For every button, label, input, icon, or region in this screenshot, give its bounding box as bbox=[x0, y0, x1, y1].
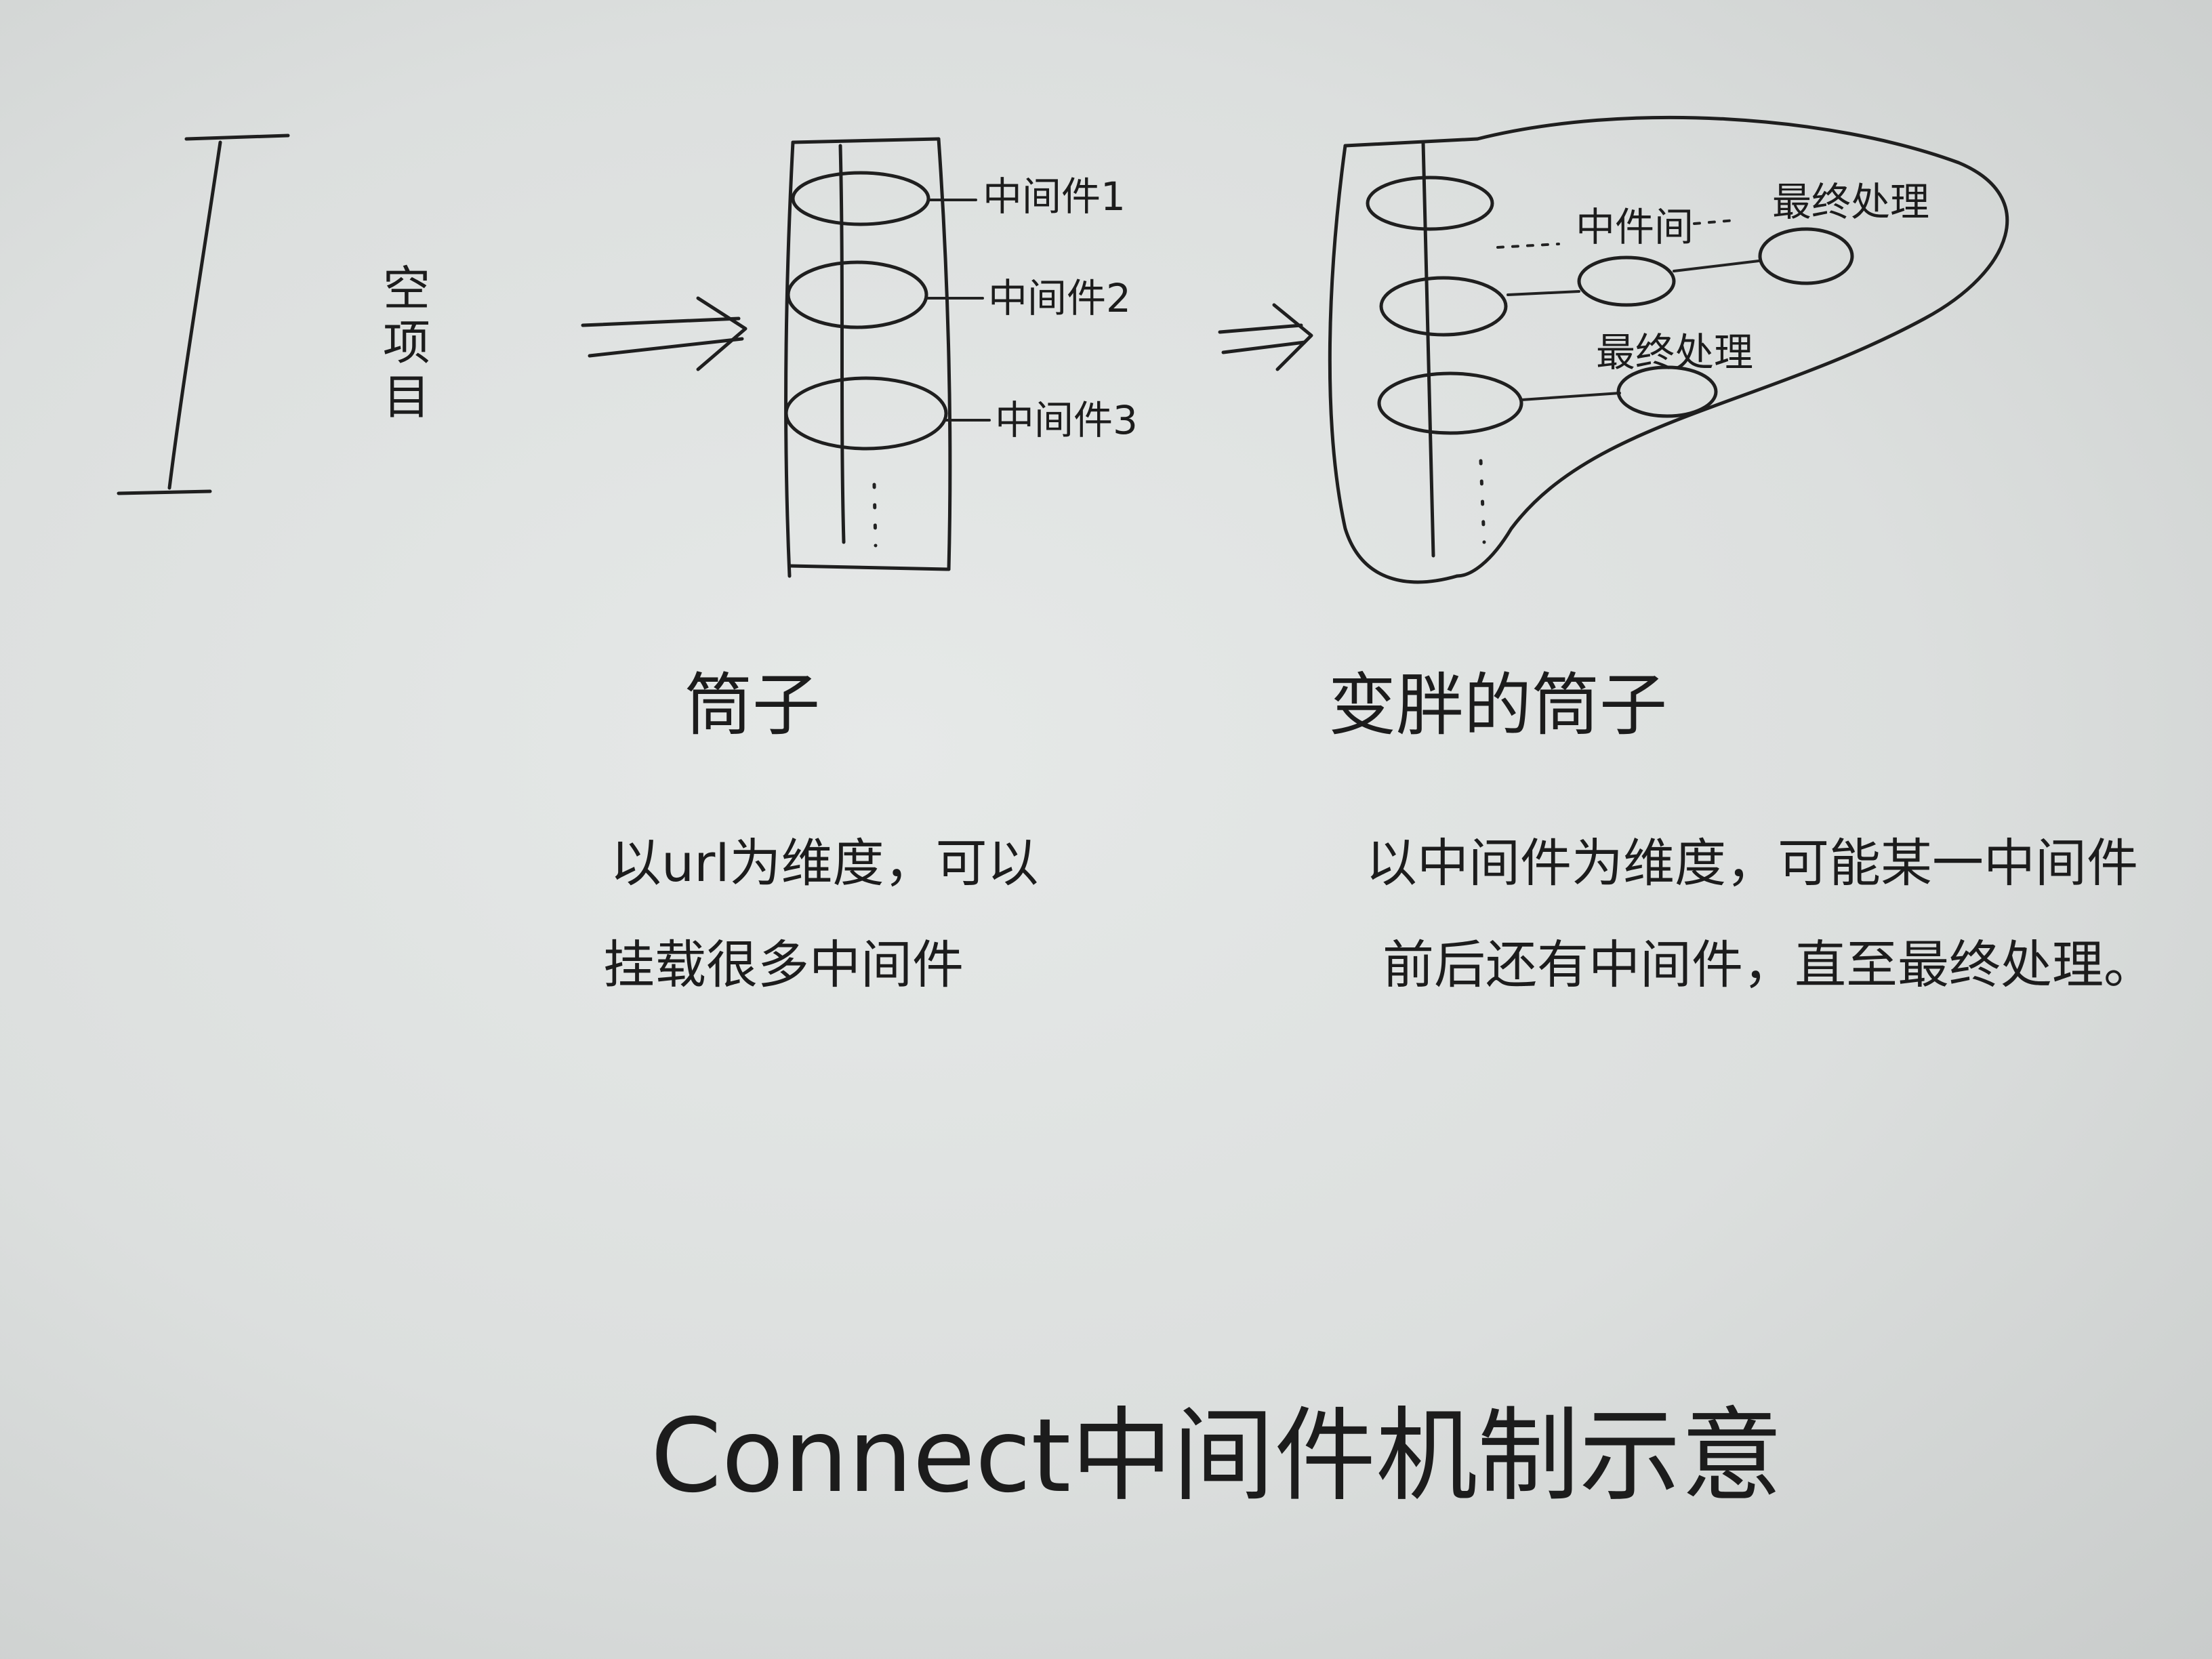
fat-tube-middleware-2-ring bbox=[1379, 276, 1508, 337]
tube-middleware-1-ring bbox=[791, 171, 930, 226]
tube-description-line-1: 以url为维度，可以 bbox=[610, 833, 1039, 893]
fat-tube-description-line-2: 前后还有中间件，直至最终处理。 bbox=[1382, 935, 2155, 995]
empty-project-ibeam bbox=[117, 134, 290, 495]
tube-middleware-3-ring bbox=[784, 376, 948, 451]
tube-description-line-2: 挂载很多中间件 bbox=[603, 935, 964, 995]
fat-tube-branch-middleware-label: 中件间 bbox=[1576, 204, 1694, 250]
arrow-to-fat-tube bbox=[1218, 303, 1313, 371]
fat-tube-middleware-3-ring bbox=[1377, 371, 1523, 435]
tube-caption: 筒子 bbox=[684, 665, 820, 745]
fat-tube-outline bbox=[1328, 115, 2009, 584]
tube-middleware-2-ring bbox=[786, 260, 928, 329]
tube-middleware-2-label: 中间件2 bbox=[988, 275, 1131, 321]
fat-tube-lower-branch bbox=[1520, 365, 1718, 418]
fat-tube-middleware-1-ring bbox=[1366, 176, 1494, 231]
fat-tube-lower-final-label: 最终处理 bbox=[1596, 329, 1753, 375]
diagram-title: Connect中间件机制示意 bbox=[651, 1397, 1782, 1515]
empty-project-char-3: 目 bbox=[383, 369, 430, 425]
empty-project-char-2: 项 bbox=[383, 315, 430, 371]
fat-tube-caption: 变胖的筒子 bbox=[1328, 665, 1667, 745]
fat-tube-description-line-1: 以中间件为维度，可能某一中间件 bbox=[1366, 833, 2138, 893]
fat-tube-branch-final-label: 最终处理 bbox=[1772, 179, 1929, 225]
tube-middleware-1-label: 中间件1 bbox=[983, 173, 1126, 220]
fat-tube-top-branch bbox=[1496, 219, 1854, 307]
fat-tube-continuation-dots bbox=[1479, 459, 1486, 544]
tube-continuation-dots bbox=[872, 483, 878, 548]
arrow-to-tube bbox=[581, 296, 747, 371]
empty-project-char-1: 空 bbox=[383, 261, 430, 316]
tube-middleware-3-label: 中间件3 bbox=[995, 397, 1138, 443]
